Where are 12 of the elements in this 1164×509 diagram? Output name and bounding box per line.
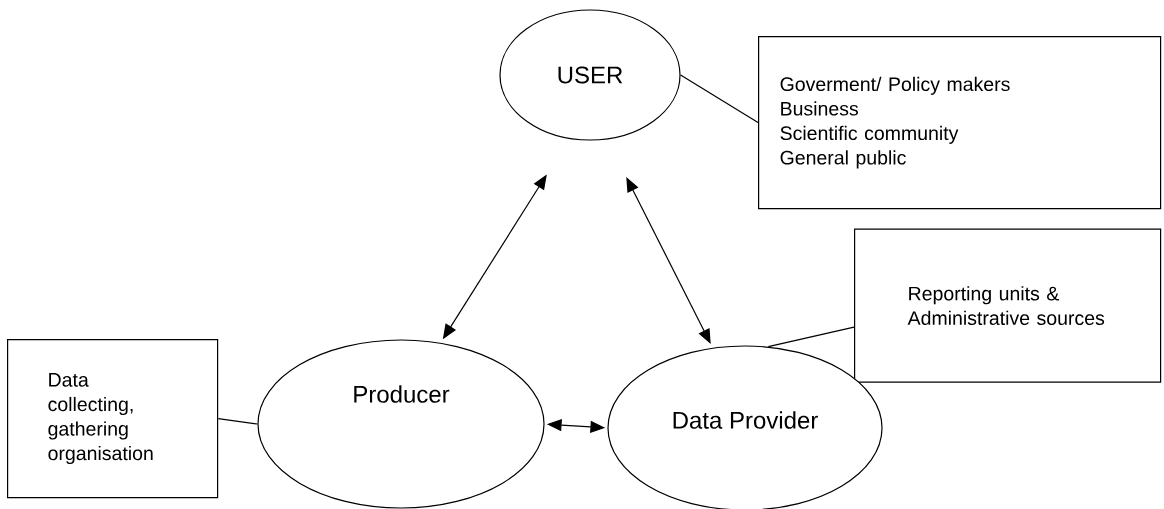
text-box: Data collecting, gathering organisation [7,339,219,499]
node-label: Producer [354,385,450,403]
ellipse-node [607,345,883,509]
connector-line [217,418,258,425]
node-label: USER [558,66,623,84]
text-box: Goverment/ Policy makers Business Scientific community General public [758,36,1162,210]
connector-line [680,74,759,124]
ellipse-node [257,339,545,509]
ellipse-node [499,9,681,141]
text-box: Reporting units & Administrative sources [854,228,1162,383]
connector-line [767,326,855,348]
node-label: Data Provider [673,411,818,429]
